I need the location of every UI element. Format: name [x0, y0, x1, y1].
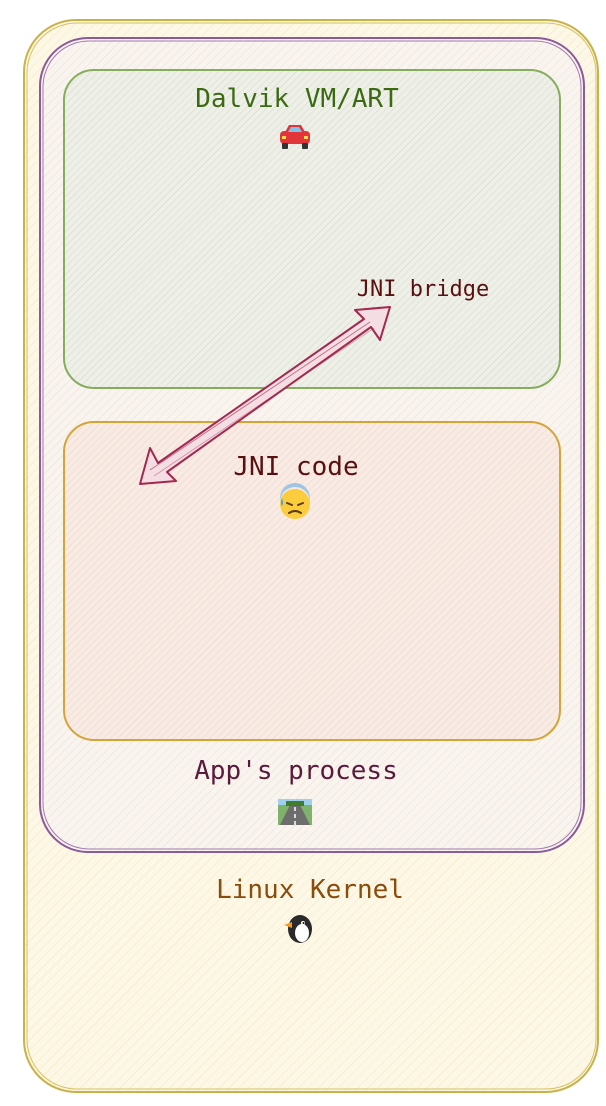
linux-kernel-label: Linux Kernel: [216, 875, 404, 905]
jni-code-label: JNI code: [233, 452, 358, 482]
dalvik-vm-label: Dalvik VM/ART: [195, 84, 399, 114]
jni-bridge-label: JNI bridge: [357, 277, 489, 302]
jni-bridge-arrow: [139, 306, 391, 485]
app-process-label: App's process: [194, 756, 398, 786]
road-icon: [278, 799, 312, 825]
penguin-icon: [284, 915, 312, 943]
car-icon: [280, 125, 310, 149]
dalvik-vm-box: [63, 69, 561, 389]
jni-code-box: [63, 421, 561, 741]
sweat-face-icon: [280, 483, 310, 519]
